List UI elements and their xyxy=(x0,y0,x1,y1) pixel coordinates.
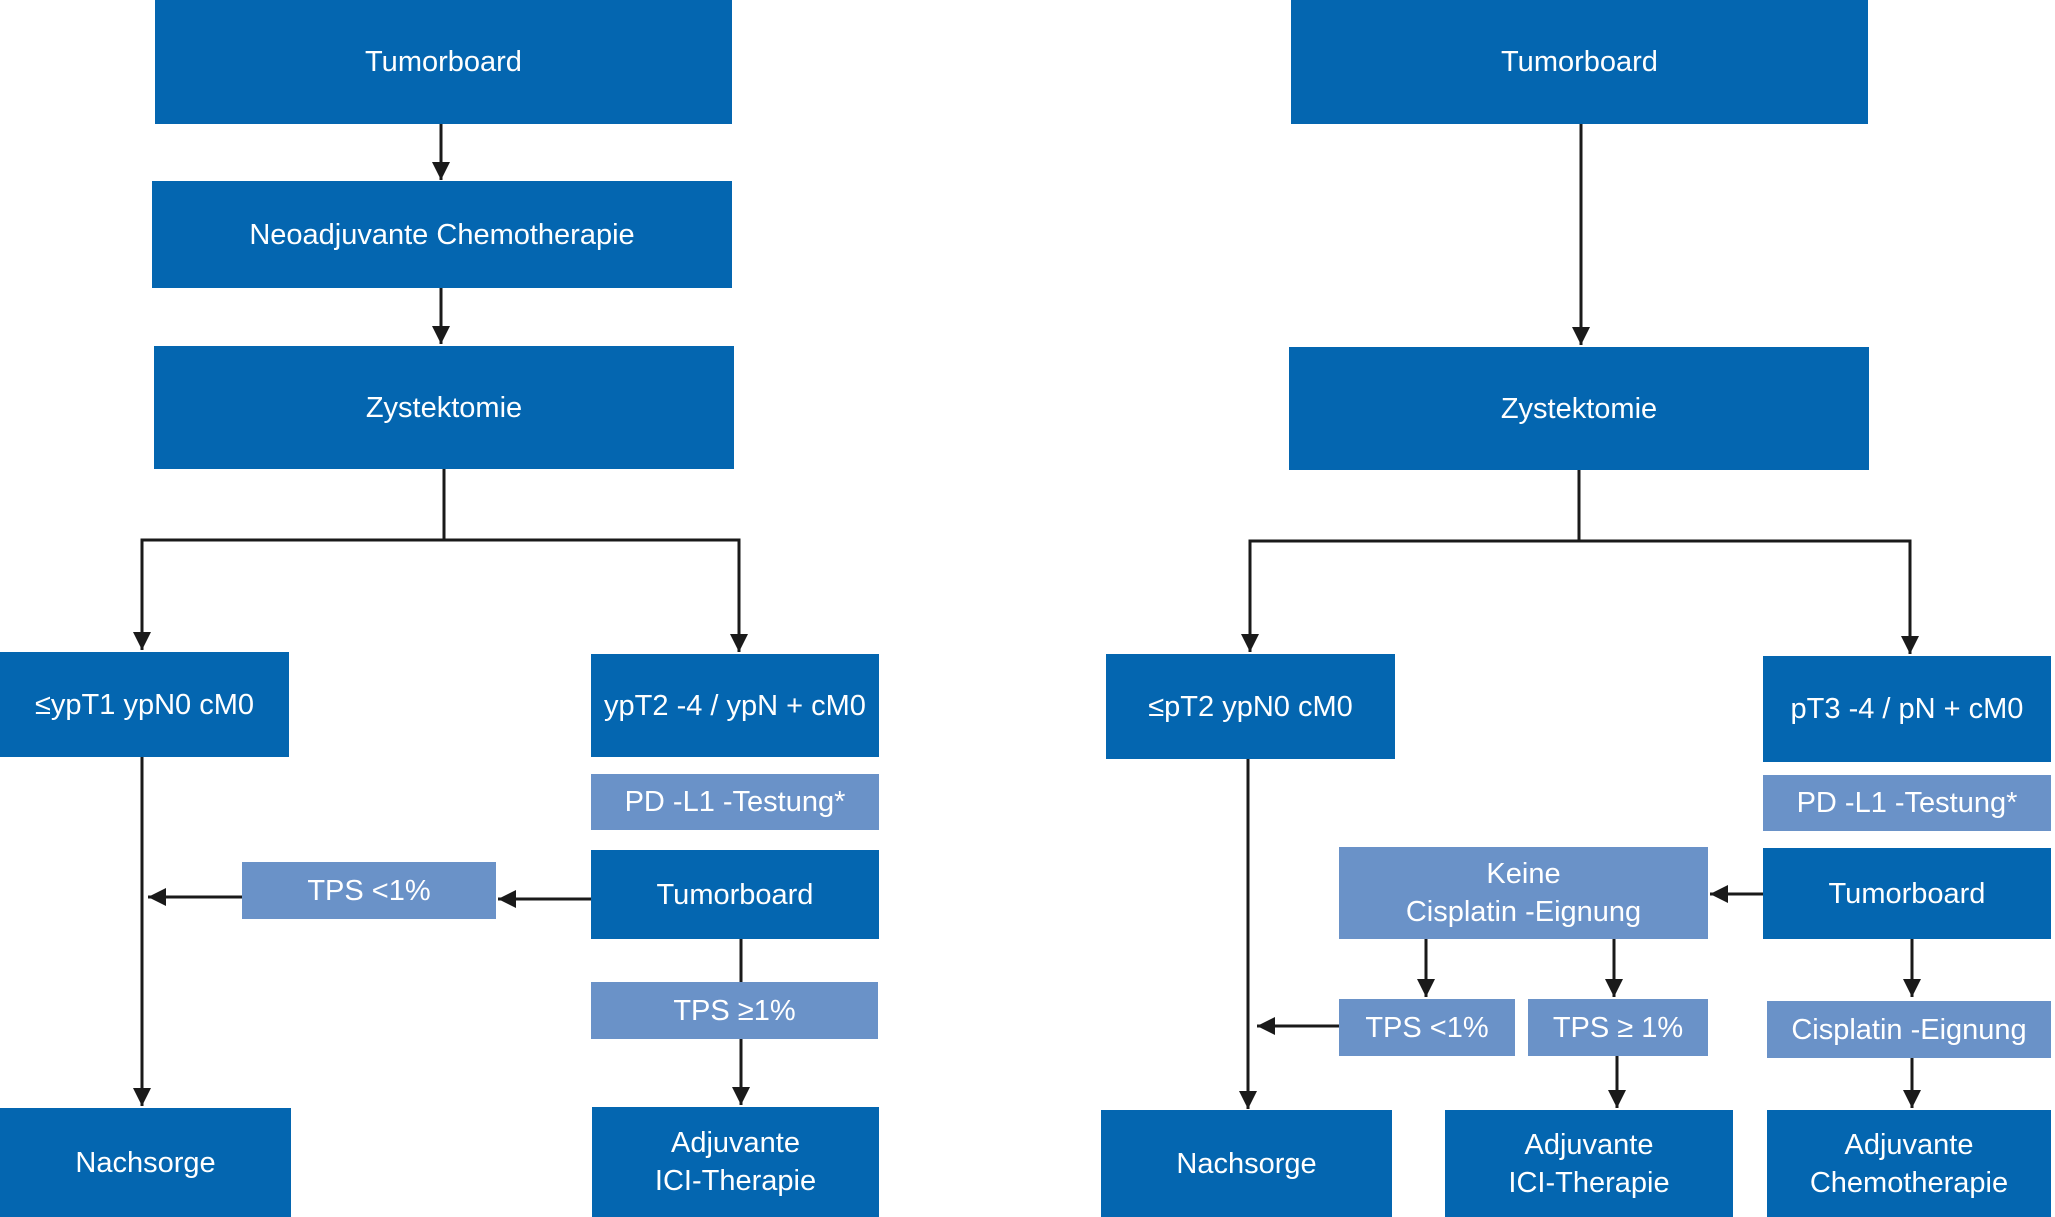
arrow-branch-left-low xyxy=(133,538,444,650)
left-tumorboard-mid-box: Tumorboard xyxy=(591,850,879,939)
arrow-right-branch-high xyxy=(1579,539,1919,654)
arrow-right-branch-low xyxy=(1241,539,1579,652)
left-tps-low-box: TPS <1% xyxy=(242,862,496,919)
right-tps-high-box: TPS ≥ 1% xyxy=(1528,999,1708,1056)
left-tps-high-box: TPS ≥1% xyxy=(591,982,878,1039)
right-nachsorge-box: Nachsorge xyxy=(1101,1110,1392,1217)
right-tumorboard-mid-box: Tumorboard xyxy=(1763,848,2051,939)
arrow-branch-left-high xyxy=(444,538,748,652)
right-tps-low-box: TPS <1% xyxy=(1339,999,1515,1056)
left-low-stage-box: ≤ypT1 ypN0 cM0 xyxy=(0,652,289,757)
left-nachsorge-box: Nachsorge xyxy=(0,1108,291,1217)
left-zystektomie-box: Zystektomie xyxy=(154,346,734,469)
left-adjuvant-ici-box: Adjuvante ICI-Therapie xyxy=(592,1107,879,1217)
right-low-stage-box: ≤pT2 ypN0 cM0 xyxy=(1106,654,1395,759)
right-cisplatin-box: Cisplatin -Eignung xyxy=(1767,1001,2051,1058)
right-adjuvant-chemo-box: Adjuvante Chemotherapie xyxy=(1767,1110,2051,1217)
right-adjuvant-ici-box: Adjuvante ICI-Therapie xyxy=(1445,1110,1733,1217)
left-neoadjuvant-box: Neoadjuvante Chemotherapie xyxy=(152,181,732,288)
right-high-stage-box: pT3 -4 / pN + cM0 xyxy=(1763,656,2051,762)
right-tumorboard-top-box: Tumorboard xyxy=(1291,0,1868,124)
left-pdl1-box: PD -L1 -Testung* xyxy=(591,774,879,830)
right-zystektomie-box: Zystektomie xyxy=(1289,347,1869,470)
right-pdl1-box: PD -L1 -Testung* xyxy=(1763,775,2051,831)
left-high-stage-box: ypT2 -4 / ypN + cM0 xyxy=(591,654,879,757)
left-tumorboard-top-box: Tumorboard xyxy=(155,0,732,124)
right-keine-cisplatin-box: Keine Cisplatin -Eignung xyxy=(1339,847,1708,939)
